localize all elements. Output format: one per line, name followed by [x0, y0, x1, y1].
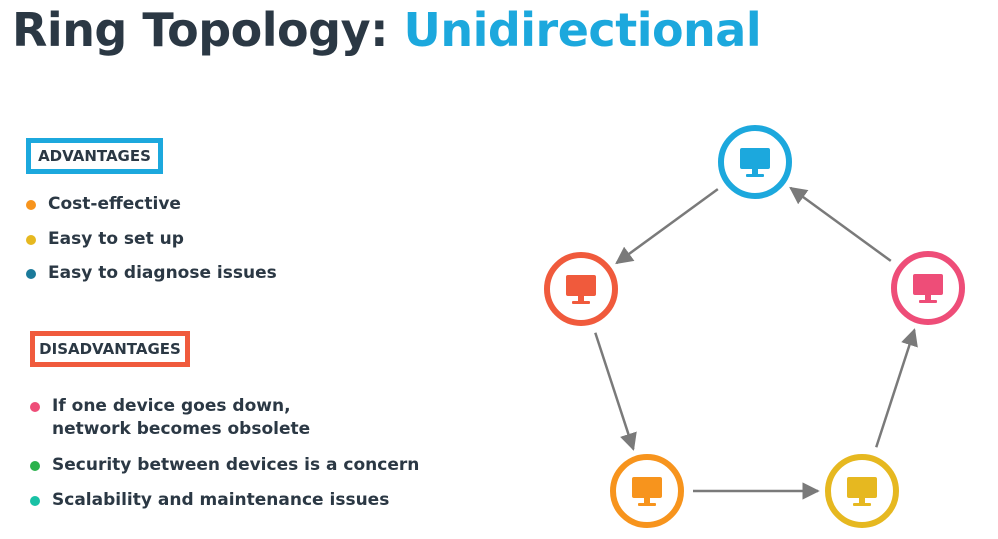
device-node-bottom-left: [610, 454, 684, 528]
monitor-icon: [847, 477, 877, 506]
disadvantage-text: Security between devices is a concern: [52, 455, 420, 475]
disadvantage-item: Security between devices is a concern: [30, 454, 419, 477]
monitor-icon: [566, 275, 596, 304]
advantage-text: Cost-effective: [48, 194, 181, 214]
bullet-dot: [26, 235, 36, 245]
ring-arrow-left-to-bottom-left: [594, 332, 637, 451]
device-node-right: [891, 251, 965, 325]
advantage-text: Easy to diagnose issues: [48, 263, 277, 283]
bullet-dot: [26, 200, 36, 210]
device-node-bottom-right: [825, 454, 899, 528]
ring-arrow-right-to-top: [789, 186, 892, 262]
title-part-2: Unidirectional: [403, 3, 762, 57]
disadvantage-text: Scalability and maintenance issues: [52, 490, 390, 510]
slide-title: Ring Topology: Unidirectional: [12, 2, 762, 58]
advantage-item: Cost-effective: [26, 193, 181, 216]
disadvantage-item: If one device goes down, network becomes…: [30, 395, 310, 441]
ring-arrow-top-to-left: [615, 188, 719, 265]
bullet-dot: [30, 461, 40, 471]
monitor-icon: [913, 274, 943, 303]
disadvantage-line-2: network becomes obsolete: [52, 419, 311, 439]
title-part-1: Ring Topology:: [12, 3, 404, 57]
advantage-item: Easy to set up: [26, 228, 184, 251]
ring-nodes: [544, 125, 965, 528]
ring-links: [594, 186, 918, 500]
bullet-dot: [30, 402, 40, 412]
advantages-heading: ADVANTAGES: [26, 138, 163, 174]
device-node-top: [718, 125, 792, 199]
advantage-text: Easy to set up: [48, 229, 184, 249]
monitor-icon: [632, 477, 662, 506]
bullet-dot: [30, 496, 40, 506]
disadvantages-heading: DISADVANTAGES: [30, 331, 190, 367]
monitor-icon: [740, 148, 770, 177]
disadvantage-item: Scalability and maintenance issues: [30, 489, 389, 512]
ring-arrow-bottom-right-to-right: [875, 328, 918, 448]
bullet-dot: [26, 269, 36, 279]
disadvantage-line-1: If one device goes down,: [52, 396, 291, 416]
device-node-left: [544, 252, 618, 326]
advantage-item: Easy to diagnose issues: [26, 262, 277, 285]
disadvantage-text: If one device goes down, network becomes…: [52, 395, 310, 441]
